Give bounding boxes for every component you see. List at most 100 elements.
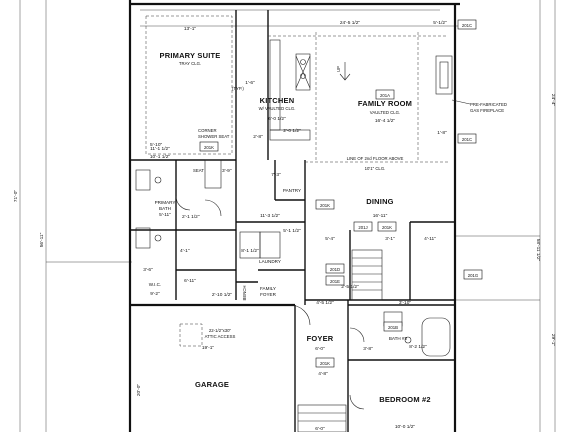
svg-text:201C: 201C <box>462 23 472 28</box>
dim-right-b: 58'-11 1/2" <box>535 239 541 262</box>
tag: 201K <box>315 357 335 368</box>
stairs <box>297 249 383 432</box>
dim-d16: 3'-8" <box>363 346 373 352</box>
note-stair-up: UP <box>336 66 341 72</box>
dim-d12: 8'-2 1/2" <box>409 344 427 350</box>
svg-text:201A: 201A <box>380 93 390 98</box>
dim-left-a: 71'-0" <box>13 190 19 203</box>
room-foyer-dims: 6'-0" <box>315 346 325 352</box>
dim-d17: 20'-0" <box>136 384 142 397</box>
room-primary-bath: PRIMARY <box>155 200 176 205</box>
dim-d9: 2'-5 1/2" <box>341 284 359 290</box>
dimension-lines <box>19 0 556 432</box>
room-family-room-note: VAULTED CLG. <box>370 110 400 115</box>
room-dining-dims: 16'-11" <box>373 213 388 219</box>
dimension-text: 13'-1" 24'-5 1/2" 5'-1/2" 71'-0" 56'-11"… <box>13 20 556 432</box>
tag: 201J <box>353 221 373 232</box>
dim-bath-w2: 10'-1 1/2" <box>150 154 171 160</box>
svg-text:201E: 201E <box>330 279 340 284</box>
dim-d7: 4'-11" <box>424 236 436 242</box>
note-fireplace-2: GAS FIREPLACE <box>470 108 504 113</box>
room-garage-attic-2: ATTIC ACCESS <box>205 334 236 339</box>
dim-d25: 1'-6" <box>245 80 255 86</box>
note-clg: 10'1" CLG. <box>365 166 386 171</box>
plan-notes: PRE-FABRICATED GAS FIREPLACE LINE OF 2nd… <box>193 66 507 173</box>
room-family-foyer-2: FOYER <box>260 292 277 297</box>
dim-d13: 2'-10 1/2" <box>212 292 233 298</box>
room-foyer: FOYER <box>307 334 334 343</box>
room-kitchen: KITCHEN <box>260 96 295 105</box>
room-bedroom2-dims: 10'-0 1/2" <box>395 424 416 430</box>
room-primary-suite-note: TRAY CLG. <box>179 61 201 66</box>
room-wic-dims: 9'-2" <box>150 291 160 297</box>
dim-d15: 6'-11" <box>184 278 196 284</box>
dim-d19: 5'-1 1/2" <box>283 228 301 234</box>
room-garage-attic: 22-1/2"x30" <box>209 328 232 333</box>
dim-d22: 3'-1" <box>385 236 395 242</box>
svg-text:201K: 201K <box>320 361 330 366</box>
dim-d1: 5'-10" <box>150 142 163 148</box>
room-family-foyer: FAMILY <box>260 286 276 291</box>
dim-top-mid: 24'-5 1/2" <box>340 20 361 26</box>
dim-d18: 4'-8" <box>318 371 328 377</box>
room-kitchen-dims: 6'-0 1/2" <box>268 116 286 122</box>
tag: 201B <box>383 321 403 332</box>
room-bath2: BATH #2 <box>389 336 408 341</box>
dim-d24: 7'-3" <box>271 172 281 178</box>
svg-text:201K: 201K <box>320 203 330 208</box>
tag-boxes: 201C 201A 201K 201K 201K 201J 201D 201E … <box>199 19 483 368</box>
dim-d11: 3'-10" <box>399 300 412 306</box>
note-typ: (TYP.) <box>232 86 244 91</box>
dim-d10: 4'-5 1/2" <box>316 300 334 306</box>
svg-text:201K: 201K <box>204 145 214 150</box>
svg-text:201D: 201D <box>330 267 340 272</box>
interior-walls <box>130 10 455 432</box>
dim-bath-w: 11'-1 1/2" <box>150 146 170 152</box>
tag: 201C <box>457 133 477 144</box>
room-dining: DINING <box>366 197 393 206</box>
dim-right-a: 24'-4" <box>550 94 556 107</box>
room-bench: BENCH <box>242 285 247 300</box>
dim-right-c: 29'-1" <box>550 334 556 347</box>
room-family-room: FAMILY ROOM <box>358 99 412 108</box>
svg-text:201G: 201G <box>468 273 479 278</box>
dim-top-left: 13'-1" <box>184 26 197 32</box>
note-corner-2: SHOWER SEAT <box>198 134 230 139</box>
room-bedroom2: BEDROOM #2 <box>379 395 431 404</box>
room-primary-bath-2: BATH <box>159 206 171 211</box>
tag: 201D <box>325 263 345 274</box>
dim-d26: 1'-8" <box>437 130 447 136</box>
room-primary-suite: PRIMARY SUITE <box>160 51 221 60</box>
tag: 201A <box>375 89 395 100</box>
room-garage-dims: 19'-1" <box>202 345 215 351</box>
room-wic: W.I.C. <box>149 282 162 287</box>
dim-top-right: 5'-1/2" <box>433 20 447 26</box>
room-labels: PRIMARY SUITE TRAY CLG. KITCHEN W/ VAULT… <box>149 51 431 430</box>
tag: 201E <box>325 275 345 286</box>
tag: 201K <box>315 199 335 210</box>
tag: 201K <box>377 221 397 232</box>
tag: 201G <box>463 269 483 280</box>
tag: 201K <box>199 141 219 152</box>
dim-d23: 2'-0 1/2" <box>283 128 301 134</box>
note-corner: CORNER <box>198 128 217 133</box>
room-pantry: PANTRY <box>283 188 301 193</box>
dim-d21: 6'-0" <box>315 426 325 432</box>
room-primary-bath-dims: 5'-11" <box>159 212 171 218</box>
dim-d8: 8'-1 1/2" <box>241 248 259 254</box>
svg-text:201B: 201B <box>388 325 398 330</box>
fixtures <box>135 39 453 432</box>
tag: 201C <box>457 19 477 30</box>
room-family-room-dims: 16'-4 1/2" <box>375 118 396 124</box>
ceiling-lines <box>145 15 448 347</box>
dim-left-b: 56'-11" <box>39 232 45 247</box>
room-garage: GARAGE <box>195 380 229 389</box>
dim-d20: 2'-8" <box>253 134 263 140</box>
dim-d2: 3'-9" <box>222 168 232 174</box>
room-kitchen-note: W/ VAULTED CLG. <box>259 106 296 111</box>
dim-d5: 4'-1" <box>180 248 190 254</box>
room-laundry: LAUNDRY <box>259 259 281 264</box>
dim-d14: 3'-6" <box>143 267 153 273</box>
svg-text:201K: 201K <box>382 225 392 230</box>
